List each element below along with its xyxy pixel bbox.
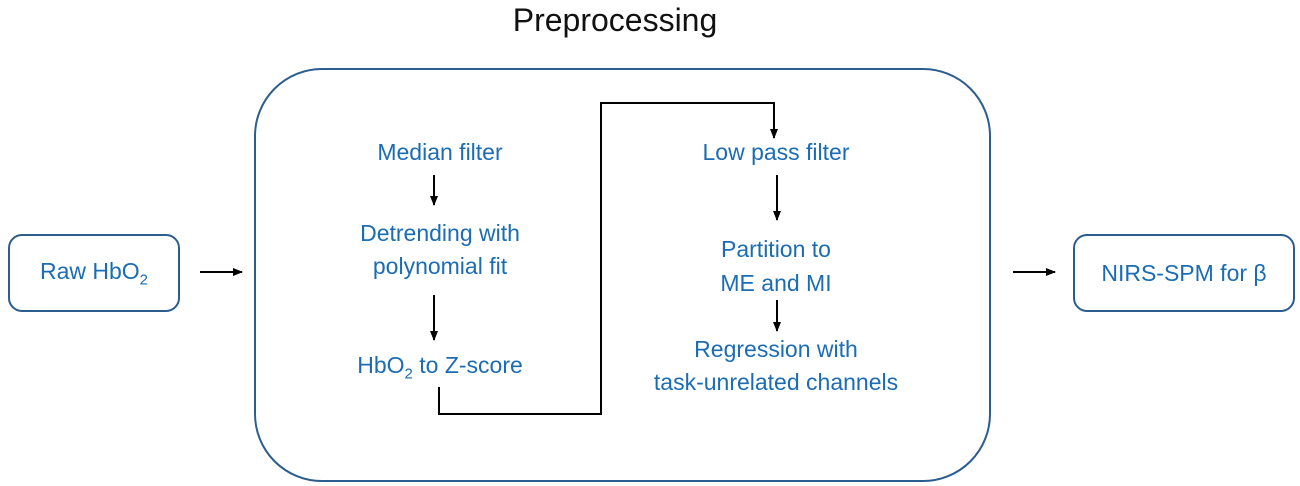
zscore-step: HbO2 to Z-score <box>330 349 550 391</box>
partition-step-line1: Partition to <box>721 236 831 262</box>
zscore-step-hbo: HbO <box>357 352 405 378</box>
raw-hbo2-label: Raw HbO2 <box>40 258 148 289</box>
zscore-step-rest: to Z-score <box>412 352 523 378</box>
regression-step-line2: task-unrelated channels <box>653 369 899 395</box>
detrending-step-line2: polynomial fit <box>372 253 508 279</box>
median-filter-step: Median filter <box>377 139 503 165</box>
raw-hbo2-text: Raw HbO <box>39 257 140 284</box>
diagram-title: Preprocessing <box>512 2 718 38</box>
partition-step-line2: ME and MI <box>720 270 832 296</box>
low-pass-filter-step: Low pass filter <box>702 139 850 165</box>
regression-step-line1: Regression with <box>694 336 858 362</box>
nirs-spm-label: NIRS-SPM for β <box>1101 259 1267 286</box>
raw-hbo2-subscript: 2 <box>139 271 149 289</box>
nirs-spm-box: NIRS-SPM for β <box>1073 234 1295 312</box>
raw-hbo2-box: Raw HbO2 <box>8 234 180 312</box>
zscore-step-subscript: 2 <box>404 365 413 383</box>
detrending-step-line1: Detrending with <box>360 220 520 246</box>
